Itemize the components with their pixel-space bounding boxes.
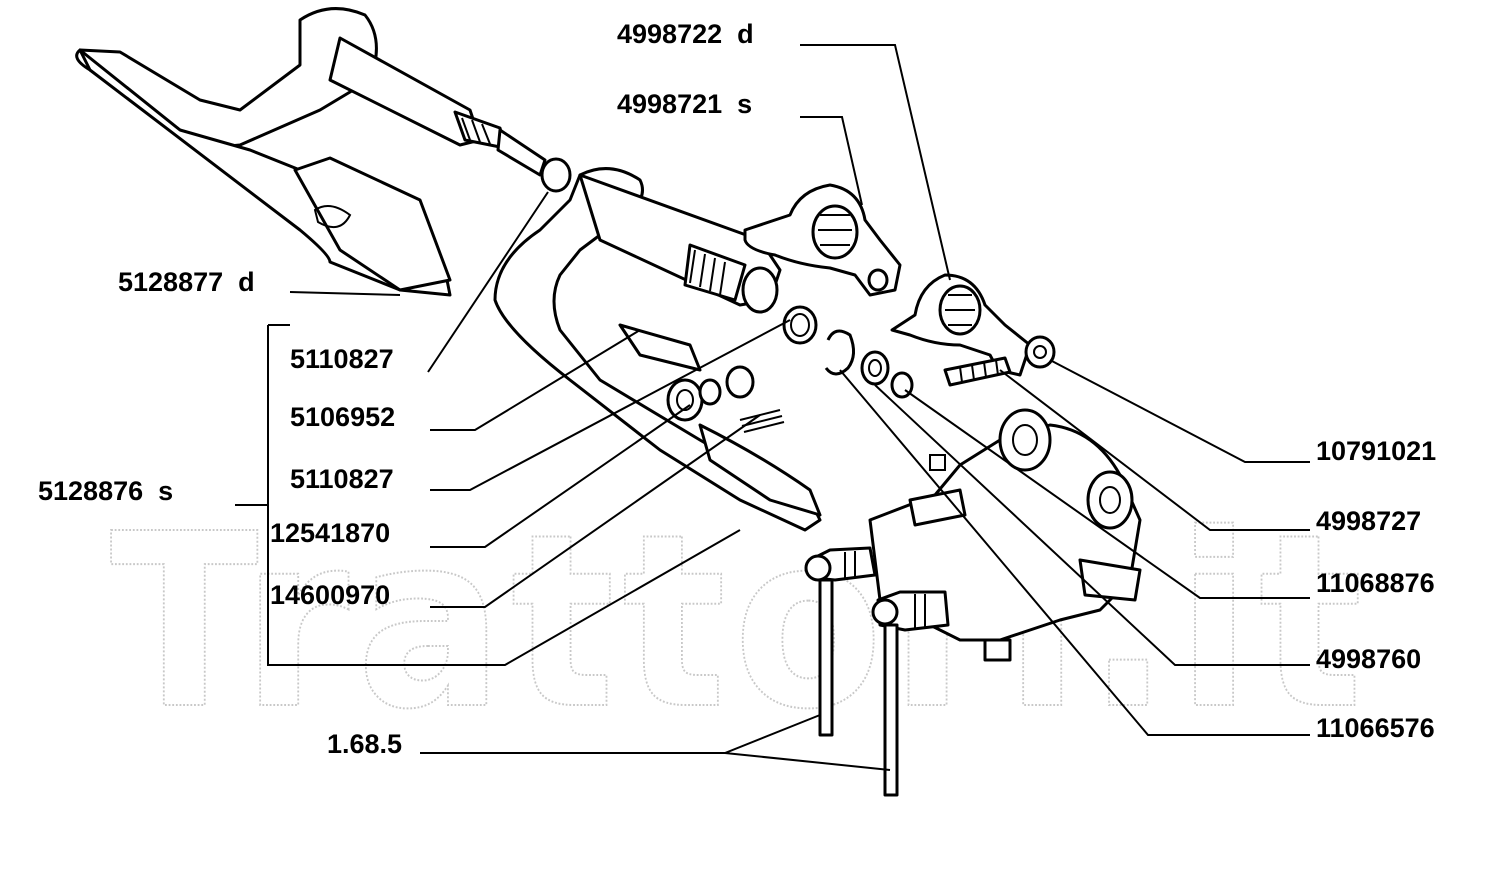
lever-clamps [743, 183, 1056, 387]
callout-5128877-d: 5128877 d [118, 267, 255, 297]
upper-pedal-arm [75, 7, 572, 297]
callout-4998722-d: 4998722 d [617, 19, 754, 49]
callout-11068876: 11068876 [1316, 568, 1435, 598]
valve-body [868, 408, 1142, 662]
parts-drawing [75, 7, 1142, 797]
lower-arm-hardware [666, 365, 785, 433]
callout-4998760: 4998760 [1316, 644, 1421, 674]
callout-5110827-b: 5110827 [290, 464, 394, 494]
callout-12541870: 12541870 [270, 518, 390, 548]
callout-5110827-a: 5110827 [290, 344, 394, 374]
callout-10791021: 10791021 [1316, 436, 1436, 466]
callout-5106952: 5106952 [290, 402, 395, 432]
callout-5128876-s: 5128876 s [38, 476, 173, 506]
pipe-fittings [804, 546, 950, 797]
callout-11066576: 11066576 [1316, 713, 1435, 743]
part-number-labels: 4998722 d 4998721 s 5128877 d 5110827 51… [38, 19, 1436, 759]
leader-lines [235, 44, 1310, 771]
lower-pedal-arm [493, 167, 822, 532]
shaft-rings [782, 305, 914, 399]
callout-4998721-s: 4998721 s [617, 89, 752, 119]
callout-4998727: 4998727 [1316, 506, 1421, 536]
callout-14600970: 14600970 [270, 580, 390, 610]
callout-1-68-5: 1.68.5 [327, 729, 402, 759]
watermark: Trattori.it [110, 482, 1370, 762]
